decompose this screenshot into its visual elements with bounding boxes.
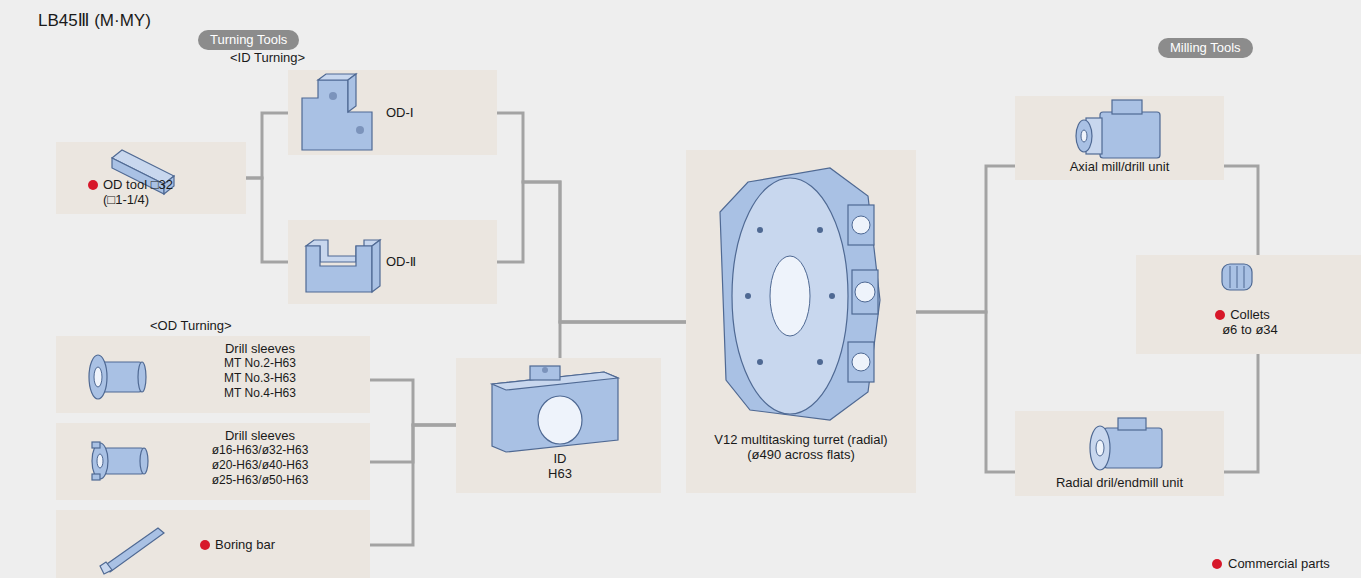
tool-box: OD tool □32 (□1-1/4) (56, 142, 246, 214)
tool-name: OD-Ⅱ (386, 254, 416, 269)
text-area: V12 multitasking turret (radial) (ø490 a… (696, 432, 906, 462)
tool-box: Drill sleevesø16-H63/ø32-H63ø20-H63/ø40-… (56, 423, 370, 500)
connector-line (370, 380, 456, 425)
section-tag: Milling Tools (1158, 38, 1253, 58)
legend-swatch (1212, 559, 1222, 569)
tool-name: Collets (1230, 307, 1270, 322)
tool-name: Radial dril/endmill unit (1056, 475, 1183, 490)
commercial-mark (1215, 310, 1225, 320)
tool-box: ID H63 (456, 358, 661, 493)
tool-spec: ø25-H63/ø50-H63 (212, 473, 309, 488)
tool-name: OD tool □32 (□1-1/4) (103, 177, 198, 207)
legend-text: Commercial parts (1228, 556, 1330, 571)
text-area: Drill sleevesø16-H63/ø32-H63ø20-H63/ø40-… (180, 428, 340, 488)
diagram-title: LB45Ⅲ (M·MY) (38, 10, 151, 31)
tool-name: OD-Ⅰ (386, 105, 414, 120)
commercial-mark (88, 180, 98, 190)
tool-box: Drill sleevesMT No.2-H63MT No.3-H63MT No… (56, 336, 370, 413)
tool-name: Drill sleeves (225, 428, 295, 443)
legend-entry: Commercial parts (1228, 556, 1330, 571)
connector-line (916, 312, 1015, 472)
connector-line (560, 322, 686, 358)
tool-illustration (1136, 255, 1361, 354)
connector-line (1224, 166, 1258, 255)
tool-box: V12 multitasking turret (radial) (ø490 a… (686, 150, 916, 493)
tool-name: Boring bar (215, 537, 275, 552)
connector-line (916, 166, 1015, 312)
text-area: Axial mill/drill unit (1025, 159, 1214, 174)
text-area: Colletsø6 to ø34 (1185, 307, 1315, 337)
group-label: <ID Turning> (230, 50, 305, 65)
connector-line (370, 425, 456, 545)
commercial-mark (200, 540, 210, 550)
tool-spec: MT No.3-H63 (224, 371, 296, 386)
tool-spec: MT No.2-H63 (224, 356, 296, 371)
tool-illustration (56, 510, 370, 578)
tool-illustration (56, 336, 370, 413)
tool-box: Radial dril/endmill unit (1015, 411, 1224, 496)
section-tag: Turning Tools (198, 30, 299, 50)
tool-spec: MT No.4-H63 (224, 386, 296, 401)
connector-line (497, 113, 686, 322)
group-label: <OD Turning> (150, 318, 232, 333)
tool-box: OD-Ⅱ (288, 220, 497, 304)
tool-name: Drill sleeves (225, 341, 295, 356)
text-area: Drill sleevesMT No.2-H63MT No.3-H63MT No… (180, 341, 340, 401)
tool-name: V12 multitasking turret (radial) (ø490 a… (696, 432, 906, 462)
tool-spec: ø20-H63/ø40-H63 (212, 458, 309, 473)
text-area: Radial dril/endmill unit (1025, 475, 1214, 490)
text-area: OD-Ⅱ (386, 254, 486, 269)
tool-name: ID H63 (540, 451, 580, 481)
tool-name: Axial mill/drill unit (1070, 159, 1170, 174)
text-area: ID H63 (540, 451, 580, 481)
connector-line (246, 113, 288, 178)
tool-box: Axial mill/drill unit (1015, 96, 1224, 180)
connector-line (497, 182, 686, 322)
tool-box: Boring bar (56, 510, 370, 578)
connector-line (246, 178, 288, 262)
tool-box: Colletsø6 to ø34 (1136, 255, 1361, 354)
connector-line (1224, 354, 1258, 472)
text-area: OD tool □32 (□1-1/4) (103, 177, 198, 207)
tool-spec: ø6 to ø34 (1222, 322, 1278, 337)
tool-spec: ø16-H63/ø32-H63 (212, 443, 309, 458)
tool-box: OD-Ⅰ (288, 70, 497, 155)
text-area: OD-Ⅰ (386, 105, 486, 120)
text-area: Boring bar (215, 537, 355, 552)
